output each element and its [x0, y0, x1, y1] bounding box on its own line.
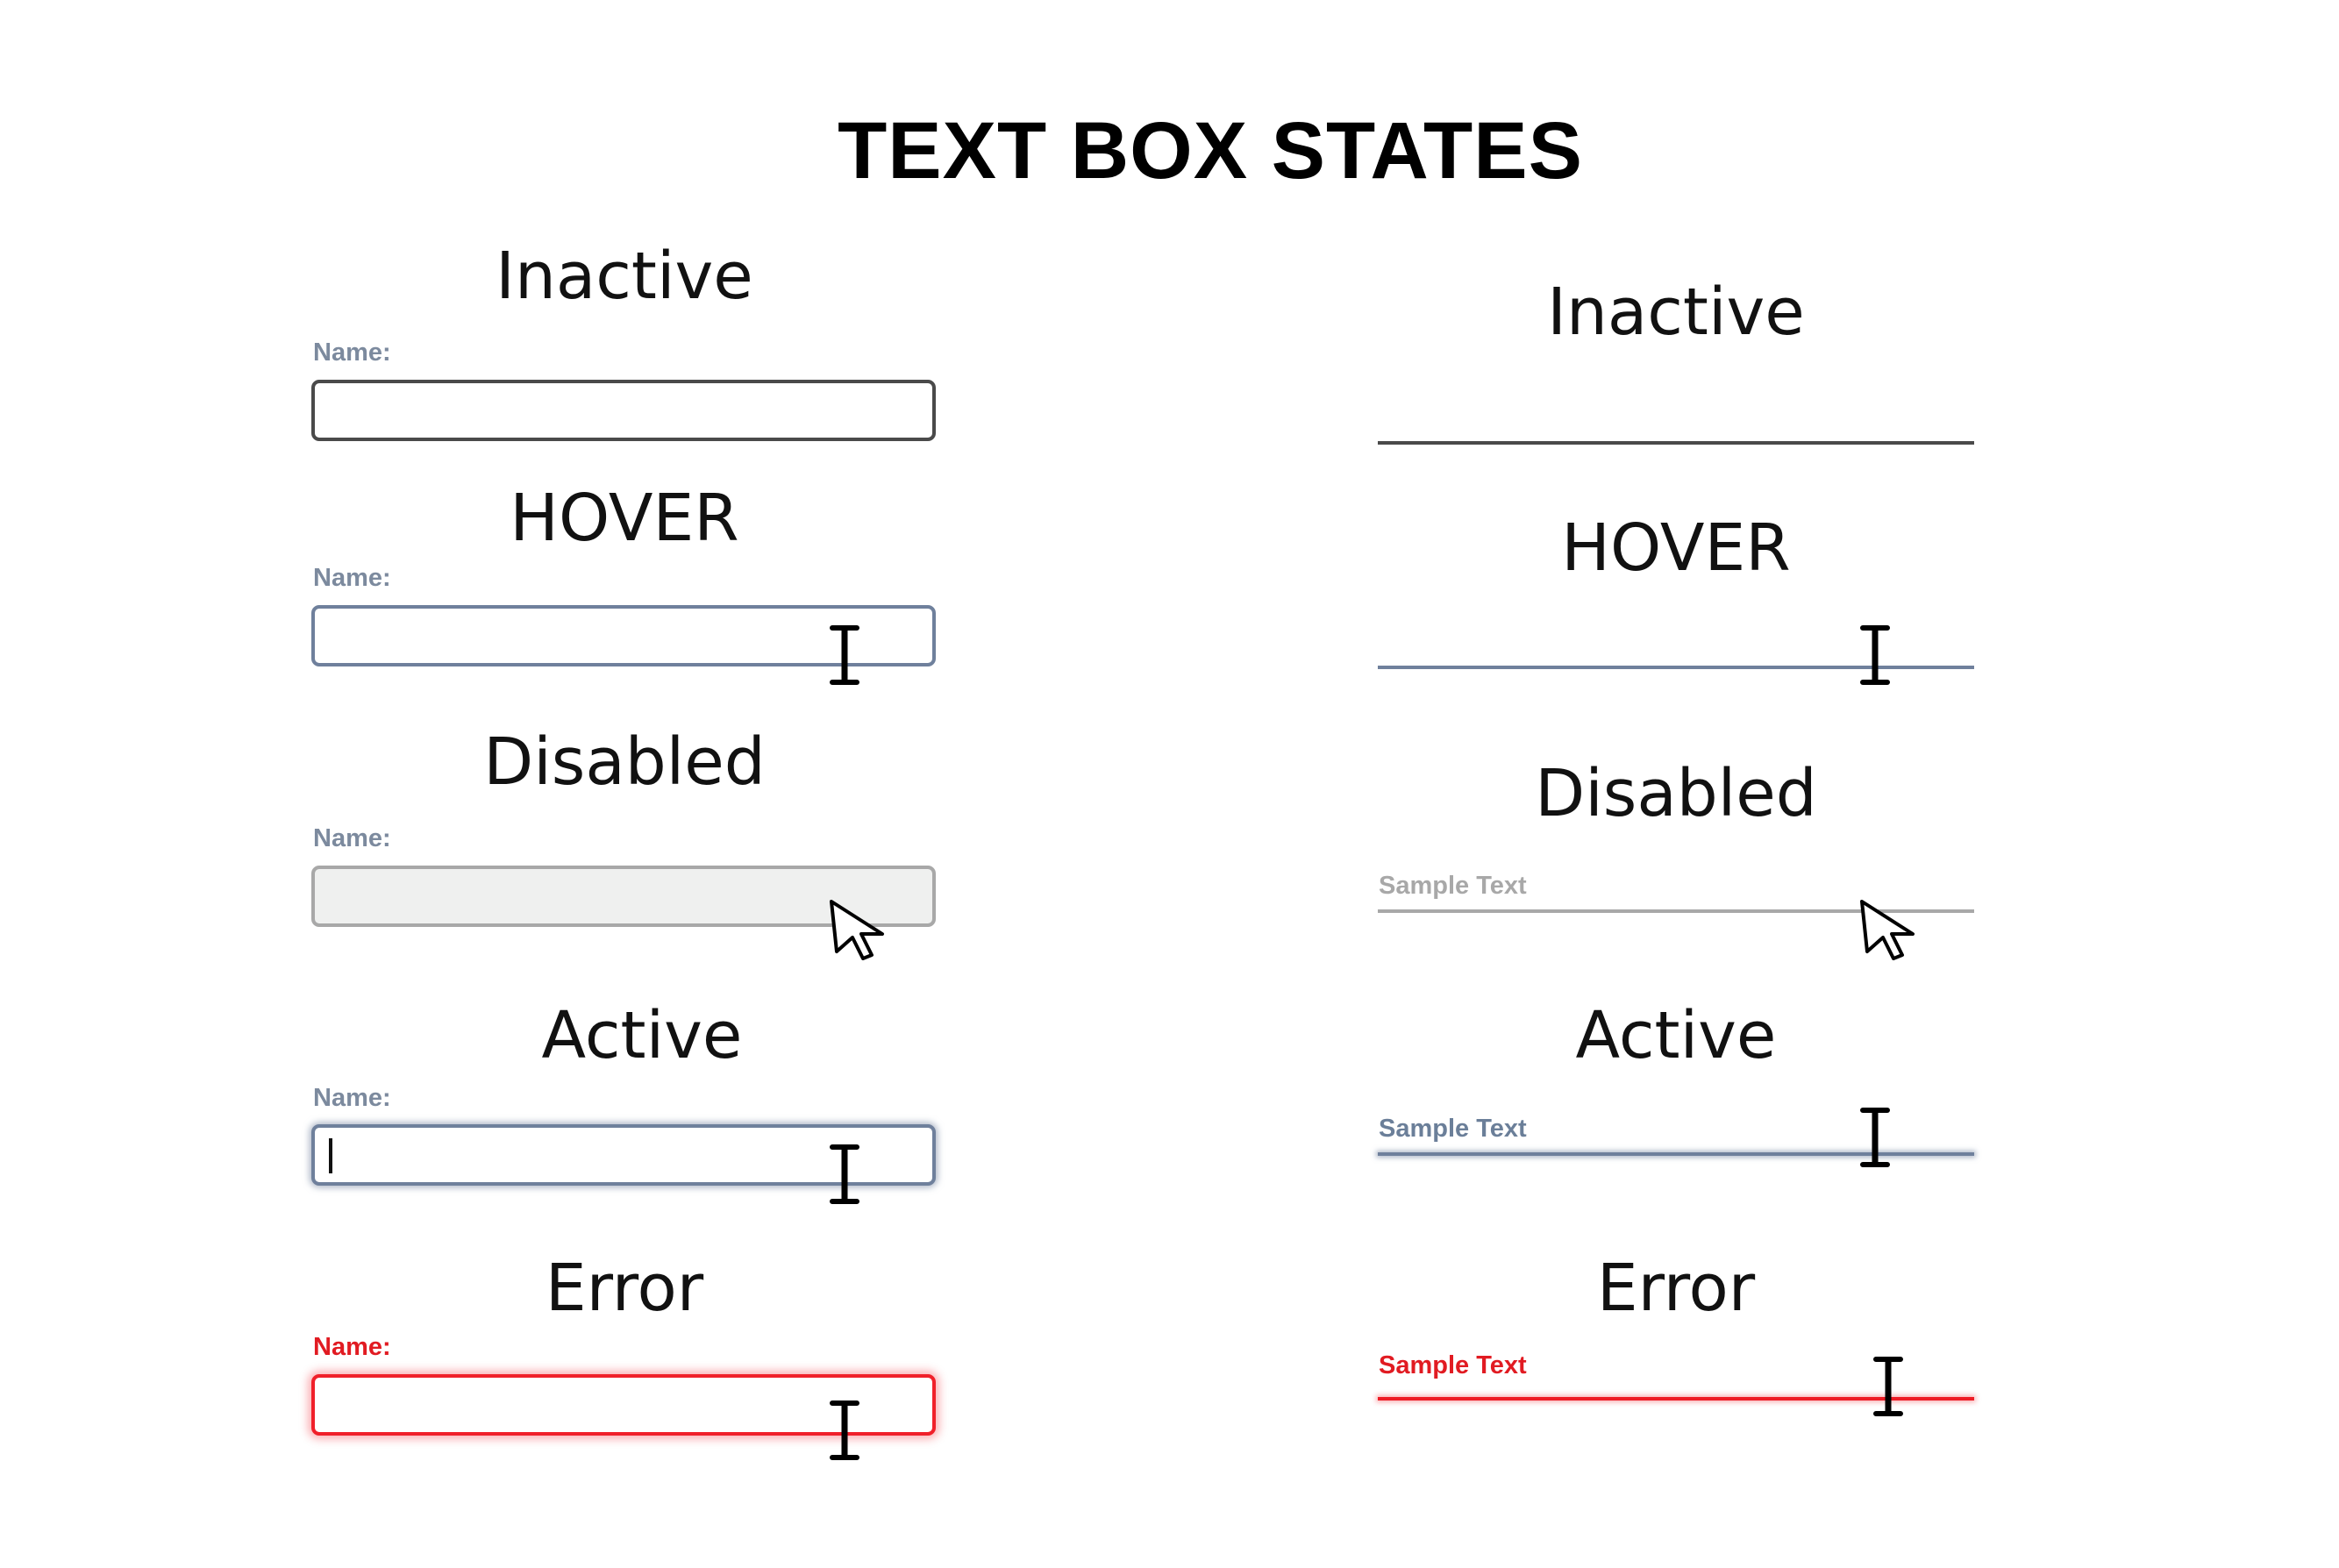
- text-cursor-icon: [830, 1144, 859, 1204]
- underline-input-disabled: [1378, 909, 1974, 913]
- text-cursor-icon: [1860, 625, 1890, 685]
- arrow-pointer-icon: [830, 900, 884, 960]
- state-heading-error: Error: [545, 1251, 704, 1326]
- state-heading-inactive: Inactive: [1547, 274, 1805, 350]
- text-caret: [329, 1138, 332, 1173]
- text-cursor-icon: [830, 625, 859, 685]
- state-heading-error: Error: [1596, 1251, 1756, 1326]
- underline-input-inactive[interactable]: [1378, 441, 1974, 445]
- page-title: TEXT BOX STATES: [838, 106, 1583, 196]
- state-heading-active: Active: [541, 998, 743, 1073]
- sample-text-label-error: Sample Text: [1379, 1351, 1527, 1379]
- state-heading-hover: HOVER: [510, 481, 739, 556]
- text-cursor-icon: [830, 1401, 859, 1460]
- state-heading-hover: HOVER: [1561, 510, 1791, 586]
- underline-input-hover[interactable]: [1378, 666, 1974, 669]
- sample-text-label: Sample Text: [1379, 872, 1527, 900]
- state-heading-disabled: Disabled: [1535, 756, 1817, 831]
- state-heading-inactive: Inactive: [496, 239, 753, 314]
- state-heading-disabled: Disabled: [483, 724, 766, 800]
- text-cursor-icon: [1873, 1357, 1903, 1416]
- text-cursor-icon: [1860, 1108, 1890, 1167]
- arrow-pointer-icon: [1860, 900, 1915, 960]
- name-label: Name:: [313, 824, 391, 852]
- underline-input-error[interactable]: [1378, 1397, 1974, 1401]
- name-input-hover[interactable]: [311, 605, 936, 666]
- name-label-error: Name:: [313, 1333, 391, 1361]
- sample-text-label: Sample Text: [1379, 1115, 1527, 1143]
- name-label: Name:: [313, 339, 391, 367]
- name-input-inactive[interactable]: [311, 380, 936, 441]
- state-heading-active: Active: [1575, 998, 1777, 1073]
- underline-input-active[interactable]: [1378, 1152, 1974, 1156]
- name-label: Name:: [313, 564, 391, 592]
- name-label: Name:: [313, 1084, 391, 1112]
- name-input-active[interactable]: [311, 1124, 936, 1186]
